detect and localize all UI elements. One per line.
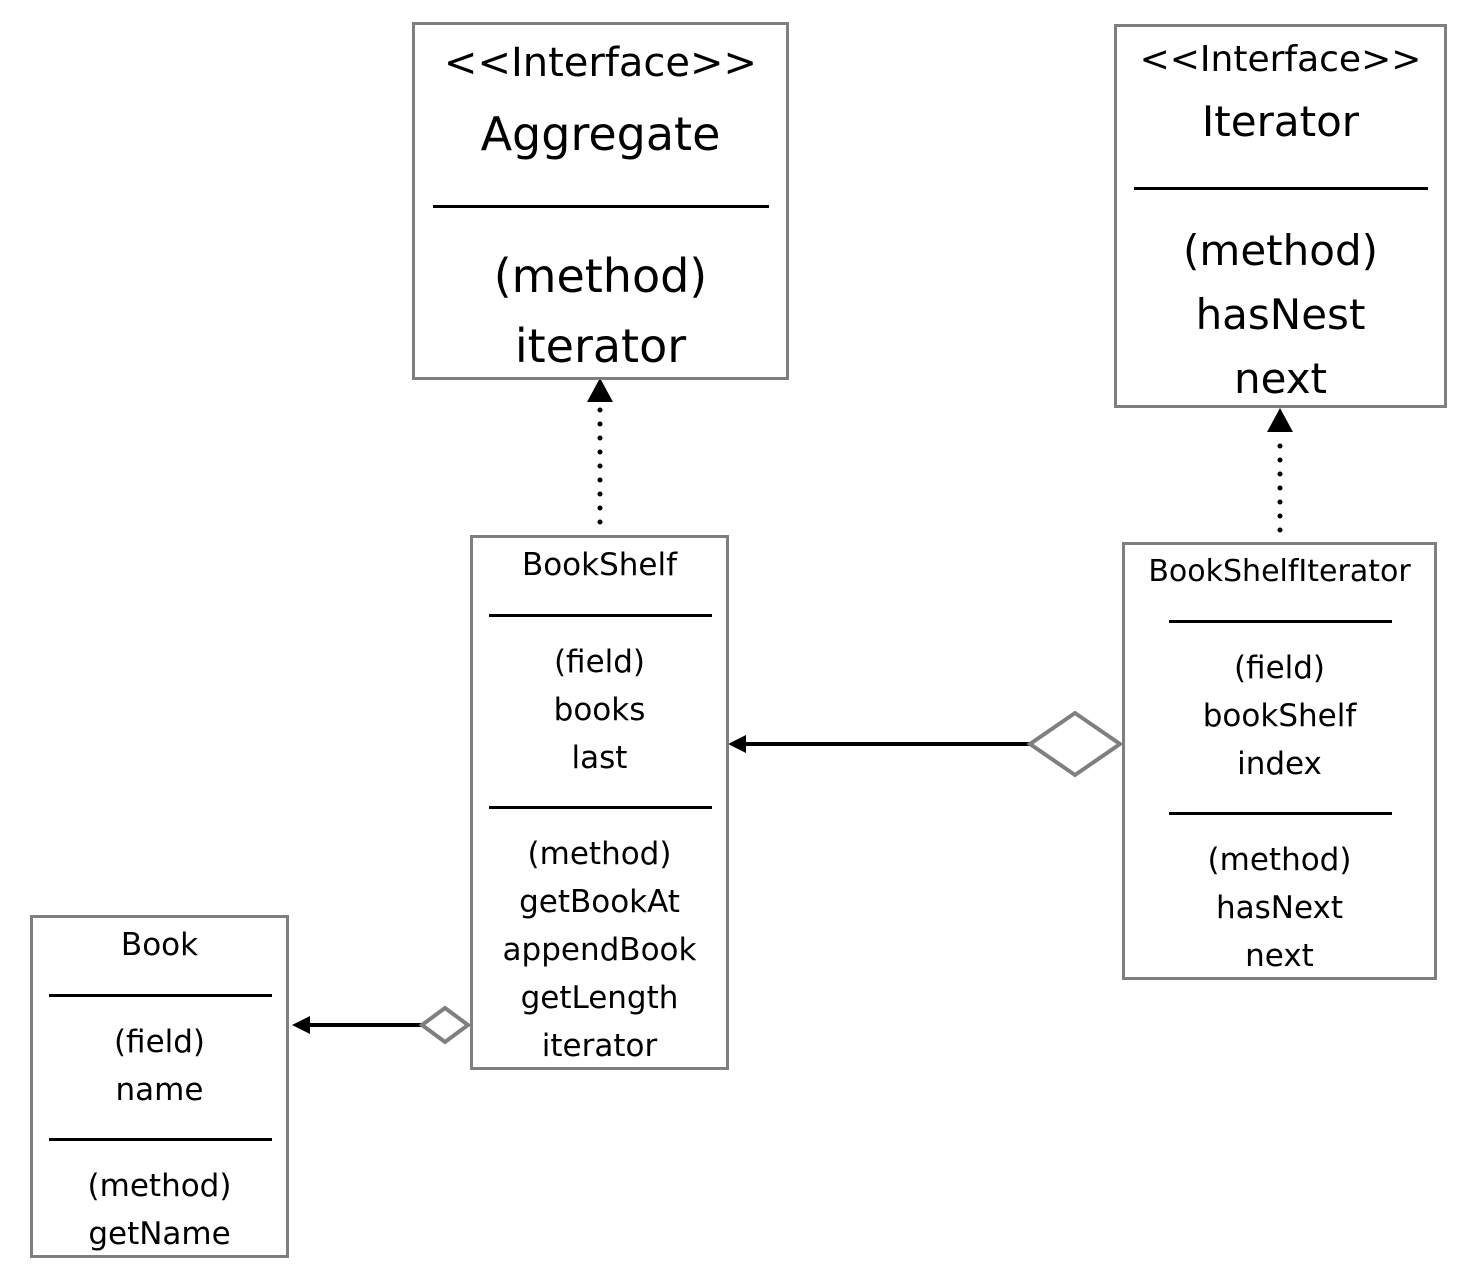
bookshelf-method-3: getLength <box>520 980 679 1016</box>
bookshelf-class-box: BookShelf (field) books last (method) ge… <box>470 535 729 1070</box>
bookshelf-method-1: getBookAt <box>519 884 680 920</box>
book-divider-1 <box>49 994 272 997</box>
book-method-1: getName <box>88 1216 231 1252</box>
aggregation-diamond-bookshelf-iterator <box>1026 710 1124 778</box>
aggregate-methods-header: (method) <box>493 249 708 303</box>
iterator-methods-header: (method) <box>1183 226 1378 275</box>
book-methods-header: (method) <box>87 1168 232 1204</box>
aggregation-arrowhead-bookshelf <box>728 735 746 753</box>
bookshelf-method-4: iterator <box>541 1028 658 1064</box>
bookshelf-iterator-method-1: hasNext <box>1215 890 1343 926</box>
book-class-box: Book (field) name (method) getName <box>30 915 289 1258</box>
iterator-method-1: hasNest <box>1195 290 1366 339</box>
bookshelf-method-2: appendBook <box>502 932 697 968</box>
bookshelf-iterator-methods-header: (method) <box>1207 842 1352 878</box>
iterator-interface-box: <<Interface>> Iterator (method) hasNest … <box>1114 24 1447 408</box>
book-fields-header: (field) <box>113 1024 206 1060</box>
realization-arrowhead-aggregate <box>587 378 613 402</box>
bookshelf-field-2: last <box>571 740 628 776</box>
aggregate-divider <box>433 205 769 208</box>
bookshelf-iterator-field-1: bookShelf <box>1202 698 1357 734</box>
aggregation-diamond-bookshelf <box>418 1005 472 1045</box>
aggregate-stereotype: <<Interface>> <box>443 40 758 86</box>
bookshelf-field-1: books <box>553 692 646 728</box>
bookshelf-iterator-name: BookShelfIterator <box>1148 554 1411 589</box>
aggregate-interface-box: <<Interface>> Aggregate (method) iterato… <box>412 22 789 380</box>
aggregate-method: iterator <box>514 319 687 373</box>
bookshelf-iterator-fields-header: (field) <box>1233 650 1326 686</box>
iterator-divider <box>1134 187 1428 190</box>
bookshelf-divider-1 <box>489 614 712 617</box>
book-field-1: name <box>115 1072 204 1108</box>
aggregate-name: Aggregate <box>480 107 721 161</box>
bookshelf-iterator-divider-1 <box>1169 620 1392 623</box>
bookshelf-iterator-class-box: BookShelfIterator (field) bookShelf inde… <box>1122 542 1437 980</box>
iterator-stereotype: <<Interface>> <box>1139 39 1422 80</box>
aggregation-arrowhead-book <box>292 1016 310 1034</box>
bookshelf-name: BookShelf <box>521 547 678 583</box>
iterator-method-2: next <box>1233 354 1328 403</box>
bookshelf-divider-2 <box>489 806 712 809</box>
book-name: Book <box>120 927 199 963</box>
bookshelf-fields-header: (field) <box>553 644 646 680</box>
bookshelf-methods-header: (method) <box>527 836 672 872</box>
iterator-name: Iterator <box>1201 97 1360 146</box>
realization-arrowhead-iterator <box>1267 408 1293 432</box>
bookshelf-iterator-method-2: next <box>1245 938 1314 974</box>
bookshelf-iterator-field-2: index <box>1237 746 1322 782</box>
book-divider-2 <box>49 1138 272 1141</box>
bookshelf-iterator-divider-2 <box>1169 812 1392 815</box>
